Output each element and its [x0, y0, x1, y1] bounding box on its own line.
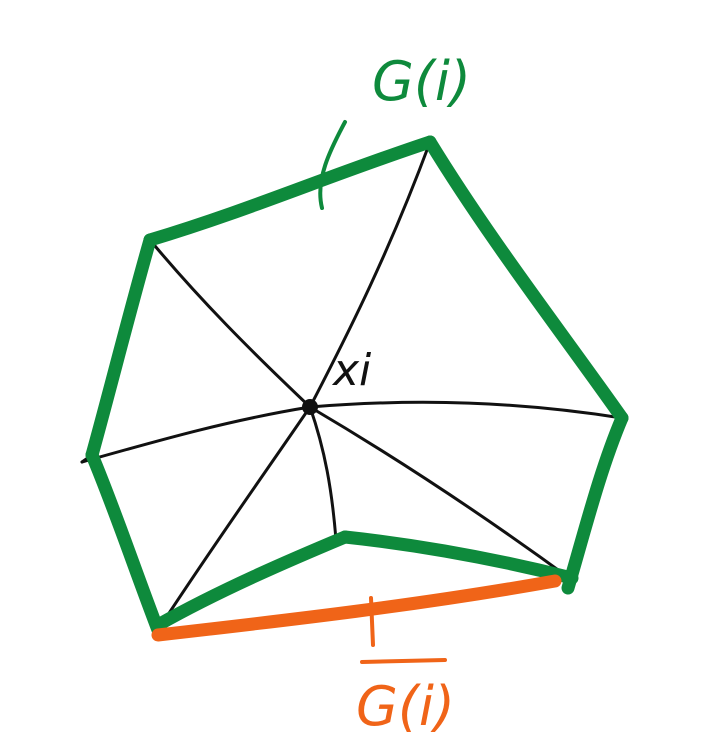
spoke-to-upper-left: [148, 238, 312, 409]
center-point: [302, 399, 318, 415]
complement-tick: [369, 596, 375, 647]
spoke-to-top: [308, 140, 432, 409]
boundary-label: G(i): [372, 50, 471, 113]
boundary-tick: [318, 120, 347, 210]
spoke-to-bottom-right: [308, 405, 574, 582]
spoke-to-right: [308, 400, 624, 420]
complement-label: G(i): [356, 675, 455, 738]
boundary-left-lower-edge: [85, 448, 165, 637]
boundary-right-upper-edge: [423, 135, 629, 425]
complement-edge: [151, 574, 562, 642]
spoke-to-bottom-left: [156, 405, 312, 632]
boundary-top-edge: [143, 135, 437, 247]
spokes: [80, 140, 624, 632]
boundary-inner-right-edge: [338, 530, 579, 585]
spoke-to-left: [80, 405, 312, 464]
boundary-left-upper-edge: [85, 233, 157, 462]
center-label: xi: [331, 345, 372, 396]
complement-overline: [360, 658, 447, 664]
boundary-edges: [85, 135, 629, 637]
spoke-to-bottom-mid: [308, 405, 338, 542]
boundary-inner-left-edge: [151, 530, 352, 632]
boundary-right-lower-edge: [561, 411, 629, 595]
